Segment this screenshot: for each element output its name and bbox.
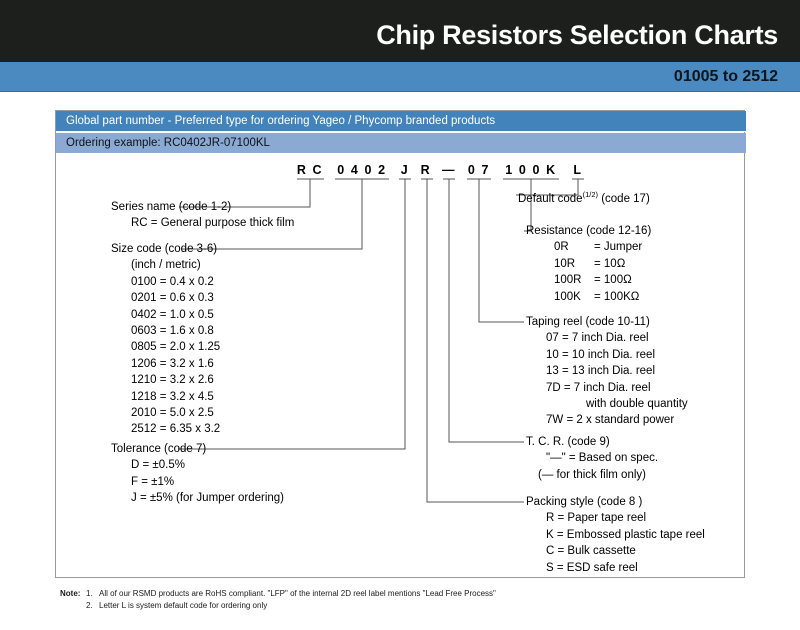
size-item: 0603 = 1.6 x 0.8 bbox=[131, 325, 214, 338]
resistance-row: 0R = Jumper bbox=[526, 239, 651, 255]
resistance-value: = 100KΩ bbox=[594, 290, 640, 303]
header-banner: Chip Resistors Selection Charts bbox=[0, 0, 800, 62]
resistance-code: 100R bbox=[554, 274, 582, 287]
part-number-diagram: Global part number - Preferred type for … bbox=[55, 110, 746, 578]
size-item: 2512 = 6.35 x 3.2 bbox=[131, 423, 221, 436]
resistance-value: = 10Ω bbox=[594, 257, 626, 270]
packing-style-item: C = Bulk cassette bbox=[546, 545, 636, 558]
default-code-heading-post: (code 17) bbox=[598, 192, 650, 205]
block-packing-style: Packing style (code 8 ) R = Paper tape r… bbox=[526, 494, 705, 576]
note-row: Note: 1. All of our RSMD products are Ro… bbox=[60, 588, 496, 600]
part-number-code-row: R C 0 4 0 2 J R — 0 7 1 0 0 K L bbox=[56, 163, 746, 185]
tolerance-item: D = ±0.5% bbox=[131, 459, 185, 472]
note-number: 1. bbox=[86, 589, 93, 598]
packing-style-heading: Packing style (code 8 ) bbox=[526, 496, 643, 508]
taping-reel-subitem: with double quantity bbox=[586, 398, 688, 411]
note-number: 2. bbox=[86, 600, 93, 610]
size-item: 0201 = 0.6 x 0.3 bbox=[131, 292, 214, 305]
tolerance-heading: Tolerance (code 7) bbox=[111, 443, 207, 455]
note-text: Letter L is system default code for orde… bbox=[99, 600, 268, 610]
tcr-item: (— for thick film only) bbox=[538, 468, 646, 481]
resistance-row: 10R = 10Ω bbox=[526, 256, 651, 272]
size-item: 1206 = 3.2 x 1.6 bbox=[131, 357, 214, 370]
block-size-code: Size code (code 3-6) (inch / metric) 010… bbox=[111, 241, 220, 438]
size-item: 2010 = 5.0 x 2.5 bbox=[131, 407, 214, 420]
taping-reel-item: 10 = 10 inch Dia. reel bbox=[546, 348, 655, 361]
code-segment-packing: R bbox=[420, 163, 432, 177]
resistance-value: = Jumper bbox=[594, 241, 643, 254]
header-subtitle-band: 01005 to 2512 bbox=[0, 62, 800, 92]
taping-reel-item: 07 = 7 inch Dia. reel bbox=[546, 332, 649, 345]
taping-reel-heading: Taping reel (code 10-11) bbox=[526, 316, 650, 328]
note-text: All of our RSMD products are RoHS compli… bbox=[99, 589, 496, 598]
code-segment-tcr: — bbox=[441, 163, 457, 177]
size-item: 1210 = 3.2 x 2.6 bbox=[131, 374, 214, 387]
resistance-row: 100K = 100KΩ bbox=[526, 289, 651, 305]
size-item: 0402 = 1.0 x 0.5 bbox=[131, 308, 214, 321]
resistance-code: 100K bbox=[554, 290, 581, 303]
taping-reel-item: 7W = 2 x standard power bbox=[546, 414, 675, 427]
packing-style-item: K = Embossed plastic tape reel bbox=[546, 528, 705, 541]
table-header-primary: Global part number - Preferred type for … bbox=[56, 111, 746, 132]
block-series-name: Series name (code 1-2) RC = General purp… bbox=[111, 199, 294, 232]
table-header-primary-label: Global part number - Preferred type for … bbox=[66, 115, 496, 127]
resistance-code: 10R bbox=[554, 257, 576, 270]
tcr-heading: T. C. R. (code 9) bbox=[526, 436, 610, 448]
block-tolerance: Tolerance (code 7) D = ±0.5% F = ±1% J =… bbox=[111, 441, 284, 507]
block-tcr: T. C. R. (code 9) "—" = Based on spec. (… bbox=[526, 434, 658, 483]
page-title: Chip Resistors Selection Charts bbox=[376, 20, 778, 50]
code-segment-taping: 0 7 bbox=[467, 163, 491, 177]
footer-notes: Note: 1. All of our RSMD products are Ro… bbox=[60, 588, 496, 611]
code-segment-size: 0 4 0 2 bbox=[337, 163, 387, 177]
tcr-item: "—" = Based on spec. bbox=[546, 452, 659, 465]
block-default-code: Default code(1/2) (code 17) bbox=[518, 187, 650, 207]
packing-style-item: R = Paper tape reel bbox=[546, 512, 647, 525]
tolerance-item: F = ±1% bbox=[131, 475, 175, 488]
packing-style-item: S = ESD safe reel bbox=[546, 561, 638, 574]
code-segment-series: R C bbox=[296, 163, 324, 177]
taping-reel-item: 7D = 7 inch Dia. reel bbox=[546, 381, 651, 394]
code-segment-tolerance: J bbox=[400, 163, 410, 177]
notes-label: Note: bbox=[60, 589, 81, 598]
size-item: 1218 = 3.2 x 4.5 bbox=[131, 390, 214, 403]
resistance-row: 100R = 100Ω bbox=[526, 272, 651, 288]
tolerance-item: J = ±5% (for Jumper ordering) bbox=[131, 492, 284, 505]
resistance-value: = 100Ω bbox=[594, 274, 632, 287]
series-item: RC = General purpose thick film bbox=[131, 217, 295, 230]
taping-reel-item: 13 = 13 inch Dia. reel bbox=[546, 365, 655, 378]
size-item: 0805 = 2.0 x 1.25 bbox=[131, 341, 221, 354]
series-heading: Series name (code 1-2) bbox=[111, 201, 232, 213]
resistance-heading: Resistance (code 12-16) bbox=[526, 225, 652, 237]
note-row: 2. Letter L is system default code for o… bbox=[60, 600, 496, 612]
default-code-heading: Default code(1/2) (code 17) bbox=[518, 187, 650, 207]
block-taping-reel: Taping reel (code 10-11) 07 = 7 inch Dia… bbox=[526, 314, 688, 429]
size-subheading: (inch / metric) bbox=[131, 259, 201, 272]
size-item: 0100 = 0.4 x 0.2 bbox=[131, 275, 214, 288]
default-code-heading-pre: Default code bbox=[518, 192, 583, 205]
ordering-example-label: Ordering example: RC0402JR-07100KL bbox=[66, 137, 270, 149]
size-heading: Size code (code 3-6) bbox=[111, 243, 218, 255]
resistance-code: 0R bbox=[554, 241, 569, 254]
block-resistance: Resistance (code 12-16) 0R = Jumper 10R … bbox=[526, 223, 651, 305]
default-code-heading-superscript: (1/2) bbox=[582, 190, 598, 199]
table-header-secondary: Ordering example: RC0402JR-07100KL bbox=[56, 133, 746, 153]
code-segment-default: L bbox=[573, 163, 583, 177]
range-label: 01005 to 2512 bbox=[673, 68, 778, 85]
code-segment-resistance: 1 0 0 K bbox=[505, 163, 557, 177]
